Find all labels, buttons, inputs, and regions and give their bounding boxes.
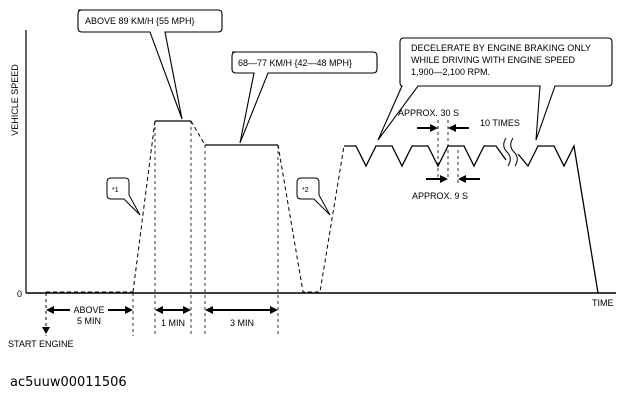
note-2-box (296, 177, 331, 216)
interval-1min-left-head (155, 306, 163, 314)
figure-code: ac5uuw00011506 (10, 375, 127, 390)
interval-1min-label: 1 MIN (161, 318, 185, 328)
callout-decel-line-2: WHILE DRIVING WITH ENGINE SPEED (411, 55, 576, 65)
callout-decel-line-3: 1,900—2,100 RPM. (411, 67, 490, 77)
x-axis-label: TIME (592, 298, 614, 308)
start-engine-arrow-head (42, 327, 50, 334)
interval-above-label-2: 5 MIN (77, 316, 101, 326)
interval-3min-label: 3 MIN (230, 318, 254, 328)
speed-trace-zigzag (344, 143, 599, 294)
interval-3min-right-head (270, 306, 278, 314)
callout-mid-text: 68—77 KM/H {42—48 MPH} (238, 58, 352, 68)
approx-30s-label: APPROX. 30 S (398, 108, 459, 118)
interval-3min-left-head (205, 306, 213, 314)
note-1-text: *1 (112, 187, 119, 194)
approx-30s-arrow-left-head (430, 124, 438, 132)
interval-above-arrow-right-head (125, 306, 133, 314)
repeat-label: 10 TIMES (480, 118, 520, 128)
interval-above-arrow-left-head (46, 306, 54, 314)
interval-1min-right-head (183, 306, 191, 314)
speed-trace-decel-1 (190, 120, 206, 146)
break-symbol-icon (503, 137, 518, 167)
speed-trace-accel-1 (132, 120, 156, 293)
callout-decel-box (377, 37, 613, 141)
approx-30s-arrow-right-head (448, 124, 456, 132)
note-1-box (106, 177, 141, 216)
origin-label: 0 (17, 289, 22, 299)
speed-trace-decel-2 (277, 144, 345, 293)
callout-high-text: ABOVE 89 KM/H {55 MPH} (85, 16, 195, 26)
note-2-text: *2 (302, 187, 309, 194)
approx-9s-arrow-left-head (440, 175, 448, 183)
approx-9s-label: APPROX. 9 S (412, 191, 468, 201)
callout-high-box (77, 9, 223, 120)
approx-9s-arrow-right-head (458, 175, 466, 183)
start-engine-label: START ENGINE (8, 339, 74, 349)
callout-mid-box (231, 51, 378, 144)
y-axis-label: VEHICLE SPEED (10, 64, 20, 136)
callout-decel-line-1: DECELERATE BY ENGINE BRAKING ONLY (411, 43, 591, 53)
interval-above-label-1: ABOVE (73, 305, 104, 315)
